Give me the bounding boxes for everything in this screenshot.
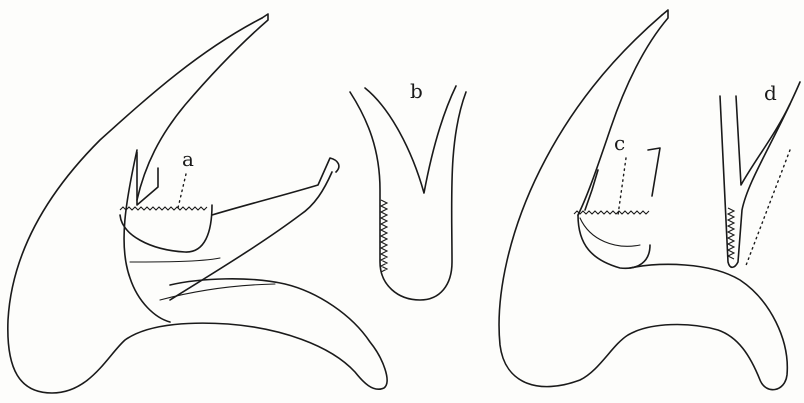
figure-a-blade-lobe [120,205,212,252]
figure-a-serration [120,207,207,210]
figure-a-arm-band [160,284,275,300]
figure-d-serration [728,208,734,259]
figure-c-serration [574,211,649,214]
figure-c-jaw-box [585,148,660,210]
label-a: a [182,147,194,171]
figure-a-group: a [8,14,387,393]
figure-b-serration [381,200,387,272]
figure-b-outline [350,92,466,300]
figure-a-pointer [178,174,186,208]
figure-c-pointer [618,158,626,215]
label-d: d [764,81,777,105]
figure-a-outline [8,18,387,393]
figure-c-blade-lobe [580,218,640,246]
figure-a-arm-lower [212,158,339,215]
figure-a-horn-tip [137,14,268,200]
figure-a-inner-curve [124,150,170,322]
label-c: c [614,131,625,155]
figure-a-blade-band [130,258,220,262]
figure-b-group: b [350,79,466,300]
figure-c-inner-curve [578,215,650,268]
label-b: b [410,79,423,103]
figure-a-jaw-box [137,152,158,205]
figure-d-group: d [720,81,800,268]
